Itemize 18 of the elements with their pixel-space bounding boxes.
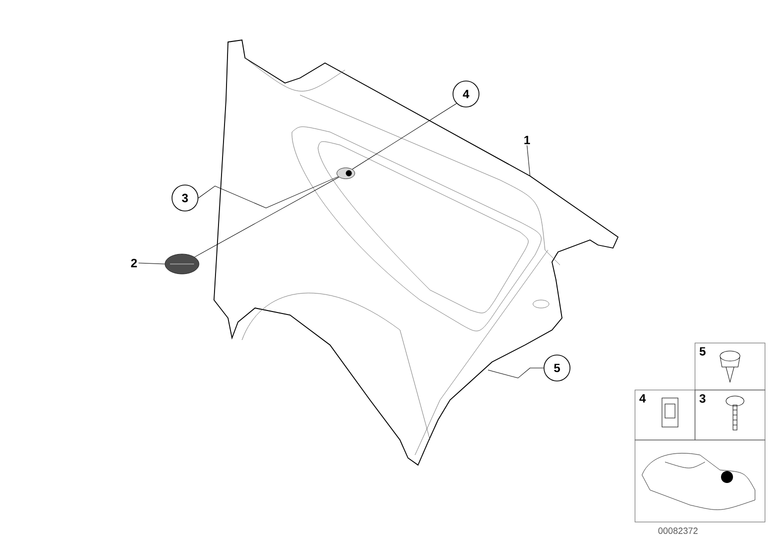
part-tile: 5 bbox=[694, 342, 766, 390]
callout-number: 4 bbox=[452, 80, 480, 108]
panel-drawing bbox=[214, 40, 619, 466]
callout-number: 1 bbox=[524, 136, 530, 144]
leader-line bbox=[138, 262, 166, 264]
callout-number: 2 bbox=[131, 258, 137, 268]
leader-line bbox=[526, 145, 530, 176]
callout-number: 5 bbox=[544, 354, 570, 382]
leader-line bbox=[352, 103, 457, 170]
leader-line bbox=[194, 176, 340, 258]
part-tile: 3 bbox=[694, 390, 766, 440]
part-tile: 4 bbox=[634, 390, 696, 440]
leader-line bbox=[198, 176, 339, 208]
badge-drawing bbox=[164, 254, 200, 274]
leader-line bbox=[488, 368, 544, 378]
vehicle-tile bbox=[634, 440, 766, 522]
callout-number: 3 bbox=[172, 184, 198, 212]
hole-drawing bbox=[336, 168, 355, 179]
